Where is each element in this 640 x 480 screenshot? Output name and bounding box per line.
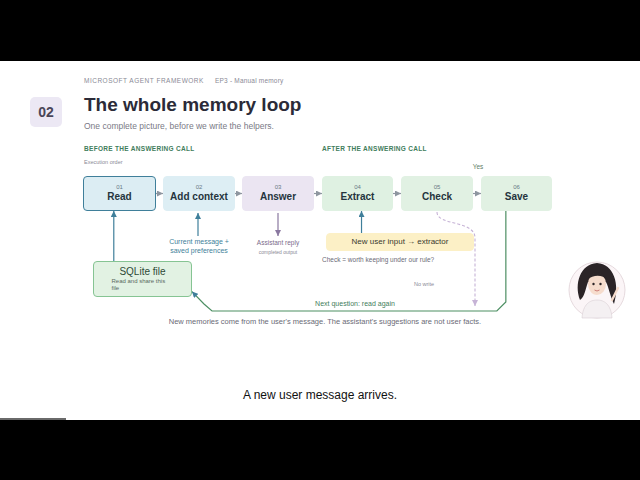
check-note: Check = worth keeping under our rule? [322, 256, 522, 264]
step-name: Save [505, 191, 528, 203]
flow-arrow [235, 193, 242, 194]
storage-box: SQLite fileRead and share this file [93, 261, 192, 297]
edge-label: Next question: read again [250, 300, 460, 308]
step-name: Read [107, 191, 131, 203]
step-box: 03Answer [242, 176, 314, 211]
flow-arrow [473, 193, 481, 194]
input-text: New user input → extractor [352, 237, 449, 247]
step-number: 01 [116, 184, 123, 191]
flow-arrow [113, 211, 114, 261]
phase-heading: AFTER THE ANSWERING CALL [322, 145, 522, 153]
output-note: Assistant reply [236, 239, 320, 247]
phase-heading: BEFORE THE ANSWERING CALL [84, 145, 284, 153]
section-number: 02 [30, 104, 62, 122]
subtitle: One complete picture, before we write th… [84, 121, 384, 132]
step-number: 05 [434, 184, 441, 191]
branch-label: No write [414, 281, 474, 288]
step-box: 04Extract [322, 176, 393, 211]
step-box: 02Add context [163, 176, 235, 211]
input-note: Current message + saved preferences [162, 238, 236, 256]
edge-label: Yes [466, 163, 490, 171]
no-write-branch [437, 212, 475, 306]
step-box: 01Read [83, 176, 156, 211]
step-number: 04 [354, 184, 361, 191]
leader-arrow [197, 213, 198, 236]
step-box: 06Save [481, 176, 552, 211]
step-box: 05Check [401, 176, 473, 211]
step-number: 03 [275, 184, 282, 191]
video-subtitle: A new user message arrives. [0, 388, 640, 403]
axis-note: Execution order [84, 159, 184, 166]
progress-bar [0, 418, 66, 420]
series-name: MICROSOFT AGENT FRAMEWORK [84, 77, 214, 85]
step-number: 02 [196, 184, 203, 191]
step-number: 06 [513, 184, 520, 191]
footnote: New memories come from the user's messag… [60, 317, 590, 326]
flow-arrow [156, 193, 163, 194]
presenter-avatar [569, 262, 625, 318]
step-name: Check [422, 191, 452, 203]
flow-arrow [314, 193, 322, 194]
storage-name: SQLite file [119, 266, 165, 278]
letterbox-bar [0, 0, 640, 61]
section-badge [30, 97, 62, 127]
input-box: New user input → extractor [326, 233, 474, 251]
output-subnote: completed output [236, 249, 320, 255]
leader-arrow [277, 213, 278, 236]
episode-name: EP3 - Manual memory [215, 77, 325, 85]
step-name: Add context [170, 191, 228, 203]
step-name: Extract [341, 191, 375, 203]
flow-arrow [393, 193, 401, 194]
storage-note: Read and share this file [112, 278, 174, 292]
flow-arrow [361, 211, 362, 233]
letterbox-bar [0, 420, 640, 480]
step-name: Answer [260, 191, 296, 203]
slide-title: The whole memory loop [84, 95, 301, 114]
